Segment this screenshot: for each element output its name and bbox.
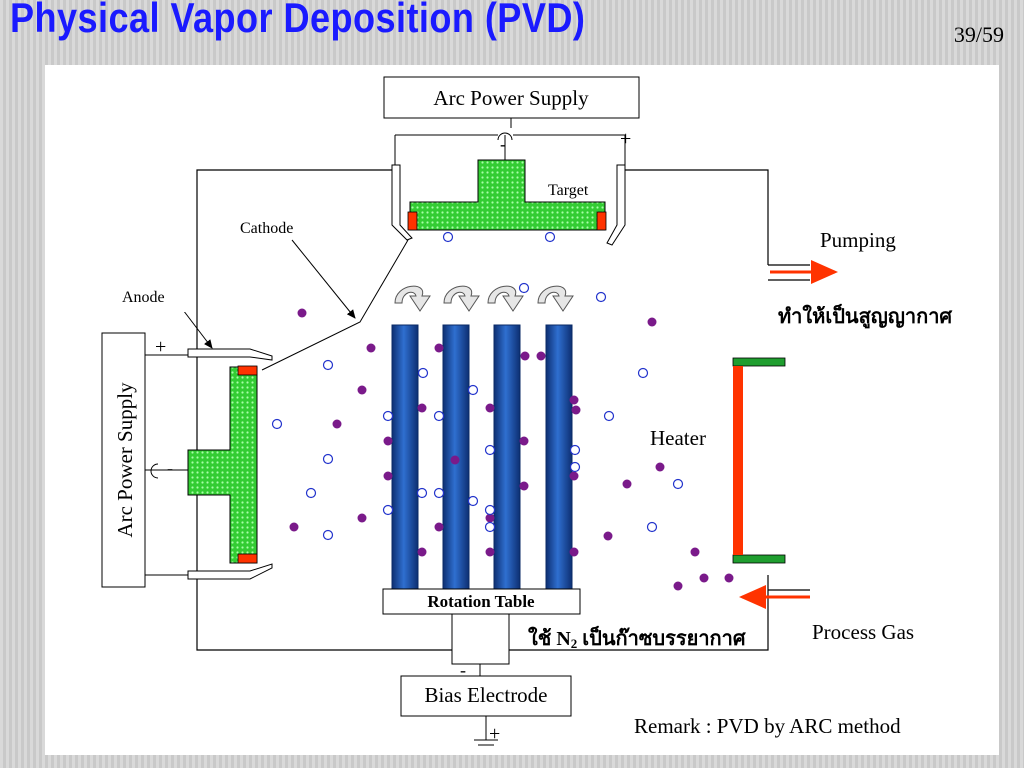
gas-ion [442, 231, 454, 243]
heater [732, 357, 786, 564]
left-plus: + [155, 336, 166, 358]
rotation-table-box [382, 588, 581, 615]
gas-ion [417, 367, 429, 379]
heater-label: Heater [650, 426, 706, 450]
bias-minus: - [460, 660, 466, 680]
gas-ion [416, 487, 428, 499]
gas-ion [433, 410, 445, 422]
rotation-arrows [394, 285, 574, 312]
gas-ion [433, 487, 445, 499]
anode-label-box [111, 284, 186, 312]
bias-wiring [474, 664, 498, 746]
metal-particle [485, 513, 495, 523]
metal-particle [536, 351, 546, 361]
cathode-pointer [261, 239, 409, 371]
metal-particle [357, 513, 367, 523]
metal-particle [383, 436, 393, 446]
gas-ion [484, 504, 496, 516]
metal-particle [569, 547, 579, 557]
gas-ion [467, 495, 479, 507]
metal-particle [724, 573, 734, 583]
metal-particle [571, 405, 581, 415]
table-shaft [451, 613, 510, 665]
metal-particle [434, 343, 444, 353]
bias-electrode-label: Bias Electrode [424, 683, 547, 707]
process-gas-label: Process Gas [812, 620, 914, 644]
vacuum-chamber [196, 169, 810, 651]
left-supply-label: Arc Power Supply [113, 382, 137, 538]
metal-particle [673, 581, 683, 591]
page-number: 39/59 [953, 22, 1004, 47]
rotation-table-label: Rotation Table [427, 592, 535, 611]
metal-particle [450, 455, 460, 465]
top-supply-label: Arc Power Supply [433, 86, 589, 110]
metal-particle [383, 471, 393, 481]
gas-ion [382, 504, 394, 516]
n2-note: ใช้ N2 เป็นก๊าซบรรยากาศ [528, 625, 747, 651]
top-target [407, 159, 607, 231]
gas-ion [467, 384, 479, 396]
gas-ion [646, 521, 658, 533]
left-target [187, 365, 258, 564]
metal-particle [520, 351, 530, 361]
gas-ion [305, 487, 317, 499]
target-label: Target [548, 182, 589, 199]
pumping-label: Pumping [820, 228, 896, 252]
slide-title: Physical Vapor Deposition (PVD) [10, 0, 586, 41]
metal-particle [417, 403, 427, 413]
gas-ion [603, 410, 615, 422]
particles [271, 231, 734, 591]
bias-plus: + [489, 723, 500, 745]
metal-particle [485, 403, 495, 413]
top-supply-wiring [394, 118, 626, 165]
metal-particle [519, 436, 529, 446]
left-feedthroughs [187, 348, 273, 580]
metal-particle [332, 419, 342, 429]
gas-ion [322, 453, 334, 465]
metal-particle [655, 462, 665, 472]
gas-ion [518, 282, 530, 294]
gas-ion [484, 521, 496, 533]
metal-particle [569, 471, 579, 481]
metal-particle [519, 481, 529, 491]
top-feedthroughs [391, 164, 626, 246]
anode-label: Anode [122, 289, 165, 306]
metal-particle [297, 308, 307, 318]
left-supply-box [101, 332, 146, 588]
metal-particle [569, 395, 579, 405]
gas-ion [271, 418, 283, 430]
metal-particle [699, 573, 709, 583]
gas-ion [637, 367, 649, 379]
gas-ion [484, 444, 496, 456]
gas-ion [544, 231, 556, 243]
gas-ion [322, 359, 334, 371]
gas-ion [672, 478, 684, 490]
gas-ion [595, 291, 607, 303]
gas-ion [322, 529, 334, 541]
anode-pointer [179, 305, 213, 349]
left-minus: - [167, 458, 173, 478]
metal-particle [289, 522, 299, 532]
cathode-label: Cathode [240, 220, 293, 237]
metal-particle [622, 479, 632, 489]
gas-ion [569, 444, 581, 456]
metal-particle [647, 317, 657, 327]
metal-particle [690, 547, 700, 557]
gas-ion [569, 461, 581, 473]
top-plus: + [620, 128, 631, 150]
metal-particle [417, 547, 427, 557]
metal-particle [603, 531, 613, 541]
top-supply-box [383, 76, 640, 119]
metal-particle [434, 522, 444, 532]
gas-ion [382, 410, 394, 422]
metal-particle [485, 547, 495, 557]
remark: Remark : PVD by ARC method [634, 714, 901, 738]
bias-electrode-box [400, 675, 572, 717]
metal-particle [366, 343, 376, 353]
metal-particle [357, 385, 367, 395]
top-minus: - [500, 134, 506, 154]
vacuum-note: ทำให้เป็นสูญญากาศ [778, 303, 953, 330]
